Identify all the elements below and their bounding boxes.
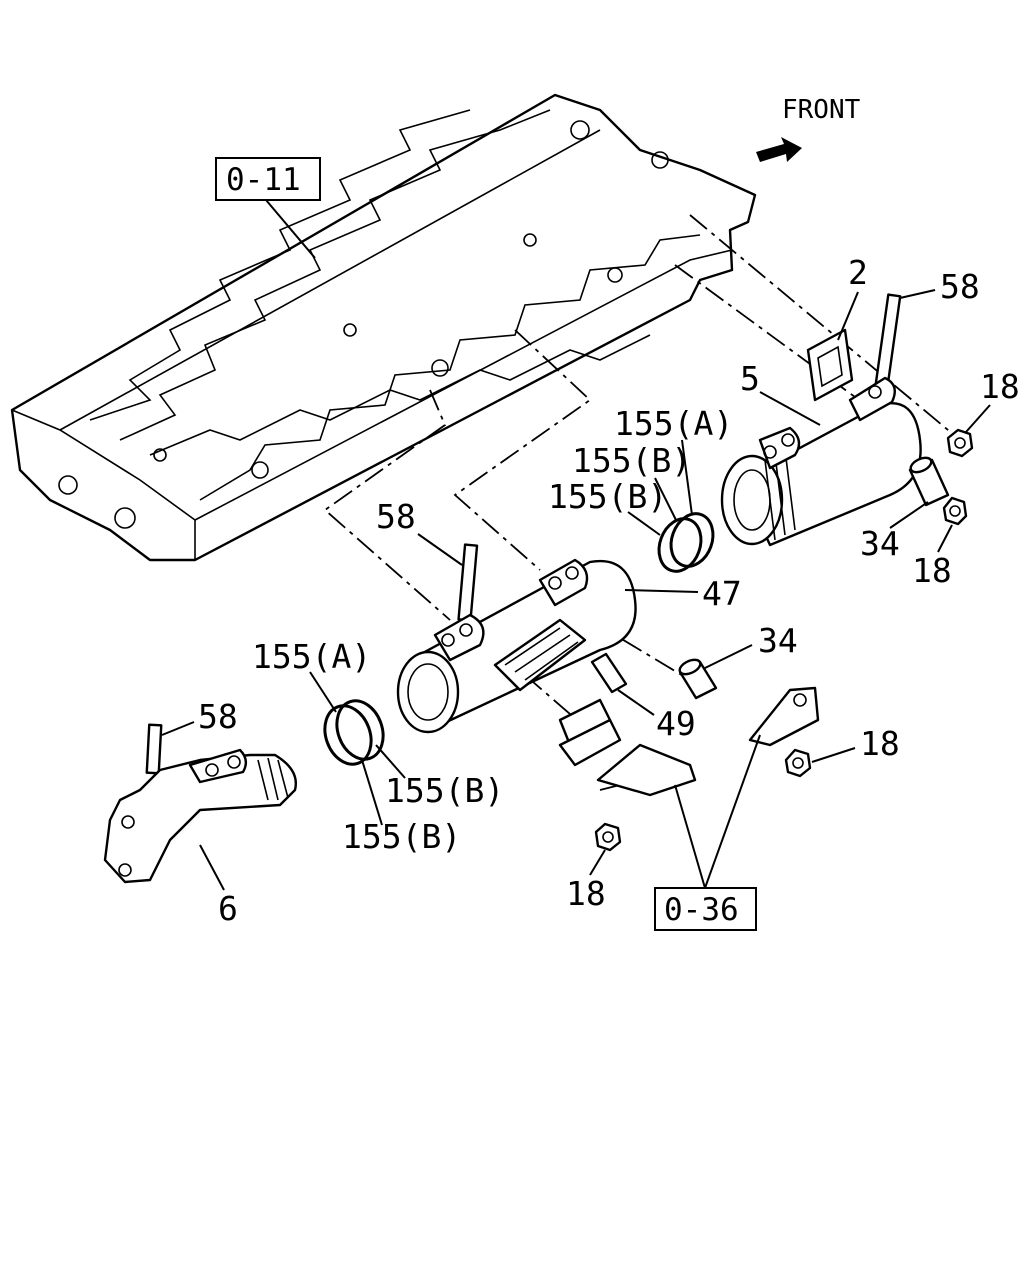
part-bracket-lower xyxy=(558,686,820,797)
callout-47: 47 xyxy=(702,574,742,613)
callout-18-lower-right: 18 xyxy=(860,724,900,763)
callout-58-lower: 58 xyxy=(198,697,238,736)
callout-49: 49 xyxy=(656,704,696,743)
part-stud-58-middle: 58 xyxy=(376,497,479,622)
part-spacer-34-upper: 34 xyxy=(860,456,950,563)
front-arrow-icon xyxy=(756,137,802,162)
ref-box-cylinder-head: 0-11 xyxy=(215,157,321,259)
callout-155b-upper-2: 155(B) xyxy=(548,477,667,516)
part-stud-58-lower: 58 xyxy=(145,697,238,775)
part-nut-18-upper-right: 18 xyxy=(946,367,1020,458)
callout-34-upper: 34 xyxy=(860,524,900,563)
part-seal-rings-upper: 155(A) 155(B) 155(B) xyxy=(548,404,733,573)
callout-155a-upper: 155(A) xyxy=(614,404,733,443)
callout-34-lower: 34 xyxy=(758,621,798,660)
part-nut-18-lower-right: 18 xyxy=(784,724,900,778)
ref-label-0-11: 0-11 xyxy=(226,162,301,198)
callout-2: 2 xyxy=(848,253,868,292)
callout-5: 5 xyxy=(740,359,760,398)
part-spacer-34-lower: 34 xyxy=(678,621,798,700)
callout-18-mid-right: 18 xyxy=(912,551,952,590)
callout-155b-upper-1: 155(B) xyxy=(572,441,691,480)
callout-6: 6 xyxy=(218,889,238,928)
part-elbow-6: 6 xyxy=(103,748,297,928)
ref-label-0-36: 0-36 xyxy=(664,892,739,928)
front-label: FRONT xyxy=(782,95,861,125)
front-arrow: FRONT xyxy=(756,95,861,162)
callout-58-upper: 58 xyxy=(940,267,980,306)
part-gasket-2: 2 xyxy=(806,253,868,402)
part-seal-rings-lower: 155(A) 155(B) 155(B) xyxy=(252,637,504,856)
part-nut-18-bottom: 18 xyxy=(566,822,622,913)
ref-box-bracket: 0-36 xyxy=(654,734,761,931)
part-dowel-49: 49 xyxy=(590,652,696,743)
callout-155a-lower: 155(A) xyxy=(252,637,371,676)
part-nut-18-mid-right: 18 xyxy=(912,496,968,590)
part-pipe-5: 5 xyxy=(720,359,922,547)
callout-58-middle: 58 xyxy=(376,497,416,536)
cylinder-head xyxy=(10,93,757,562)
part-pipe-47: 47 xyxy=(396,558,742,734)
callout-155b-lower-2: 155(B) xyxy=(342,817,461,856)
callout-18-bottom: 18 xyxy=(566,874,606,913)
callout-18-upper-right: 18 xyxy=(980,367,1020,406)
part-stud-58-upper: 58 xyxy=(874,267,980,387)
